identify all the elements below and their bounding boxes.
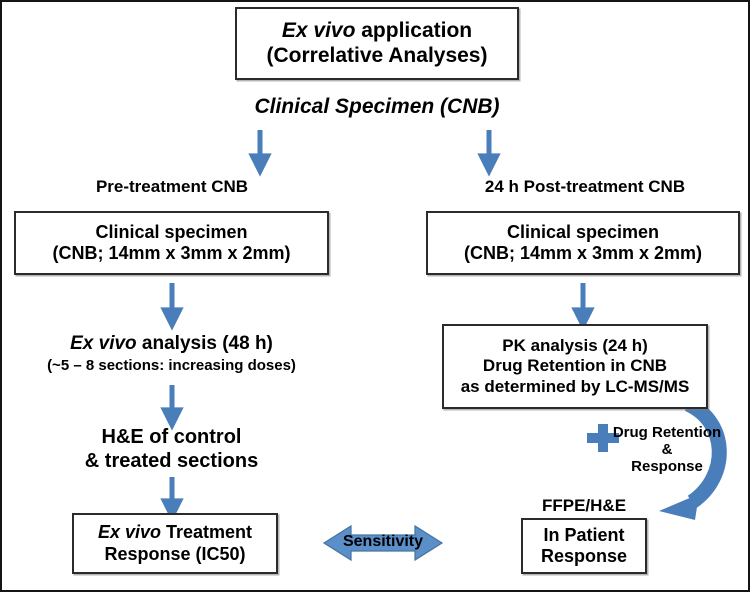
combine-label-line-3: Response	[631, 457, 703, 475]
ffpe-label: FFPE/H&E	[541, 495, 627, 515]
header-line-1-rest: application	[355, 18, 473, 42]
header-line-1: Ex vivo application	[282, 19, 472, 44]
combine-label: Drug Retention & Response	[602, 424, 732, 475]
combine-label-line-1: Drug Retention	[612, 424, 722, 441]
left-branch-label: Pre-treatment CNB	[95, 176, 249, 196]
exvivo-response-line-2: Response (IC50)	[104, 543, 246, 564]
exvivo-response-line-1-rest: Treatment	[161, 522, 253, 543]
he-sections-node: H&E of control & treated sections	[14, 422, 329, 478]
combine-label-line-2: &	[661, 440, 673, 458]
left-specimen-line-2: (CNB; 14mm x 3mm x 2mm)	[52, 243, 291, 263]
right-specimen-line-2: (CNB; 14mm x 3mm x 2mm)	[463, 243, 703, 263]
in-patient-response-line-2: Response	[540, 546, 628, 566]
right-specimen-line-1: Clinical specimen	[506, 221, 660, 242]
exvivo-analysis-node: Ex vivo analysis (48 h) (~5 – 8 sections…	[14, 324, 329, 384]
he-sections-line-2: & treated sections	[84, 450, 259, 472]
in-patient-response-box: In Patient Response	[521, 518, 647, 574]
left-specimen-line-1: Clinical specimen	[95, 221, 248, 242]
specimen-title: Clinical Specimen (CNB)	[254, 94, 500, 118]
header-box: Ex vivo application (Correlative Analyse…	[235, 7, 519, 80]
header-line-2: (Correlative Analyses)	[266, 43, 488, 67]
header-line-1-italic: Ex vivo	[281, 18, 356, 42]
exvivo-analysis-line-1-italic: Ex vivo	[70, 332, 137, 354]
pk-analysis-line-2: Drug Retention in CNB	[482, 356, 668, 376]
in-patient-response-line-1: In Patient	[543, 524, 625, 545]
exvivo-analysis-line-1: Ex vivo analysis (48 h)	[70, 333, 273, 355]
left-specimen-box: Clinical specimen (CNB; 14mm x 3mm x 2mm…	[14, 211, 329, 275]
exvivo-response-box: Ex vivo Treatment Response (IC50)	[72, 513, 278, 574]
sensitivity-label: Sensitivity	[342, 533, 424, 550]
he-sections-line-1: H&E of control	[101, 426, 242, 449]
right-specimen-box: Clinical specimen (CNB; 14mm x 3mm x 2mm…	[426, 211, 740, 275]
pk-analysis-box: PK analysis (24 h) Drug Retention in CNB…	[442, 324, 708, 409]
exvivo-response-line-1: Ex vivo Treatment	[98, 522, 252, 543]
right-branch-label: 24 h Post-treatment CNB	[484, 176, 686, 196]
exvivo-analysis-line-2: (~5 – 8 sections: increasing doses)	[47, 357, 296, 375]
exvivo-response-line-1-italic: Ex vivo	[97, 522, 161, 543]
pk-analysis-line-3: as determined by LC-MS/MS	[460, 376, 690, 396]
pk-analysis-line-1: PK analysis (24 h)	[502, 336, 648, 356]
exvivo-analysis-line-1-rest: analysis (48 h)	[136, 332, 273, 354]
